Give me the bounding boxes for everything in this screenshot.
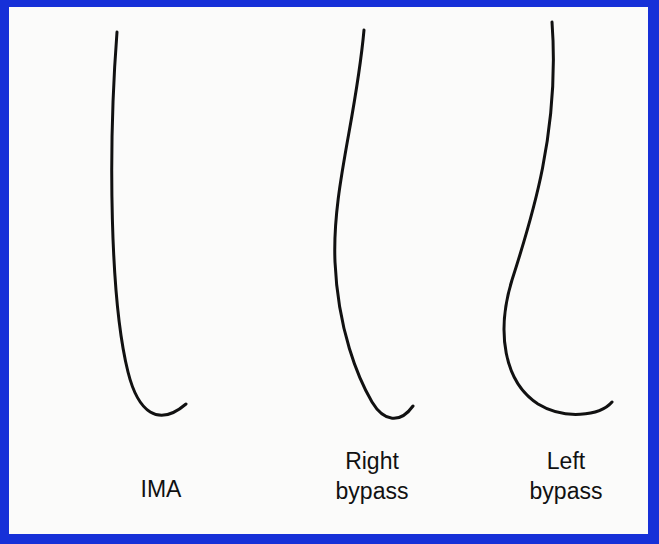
curve-label: Left bypass [511,446,621,506]
ima-catheter-curve [112,32,186,415]
curve-label: IMA [101,474,221,504]
curve-label: Right bypass [317,446,427,506]
right-bypass-catheter-curve [335,30,413,418]
left-bypass-catheter-curve [504,22,612,414]
